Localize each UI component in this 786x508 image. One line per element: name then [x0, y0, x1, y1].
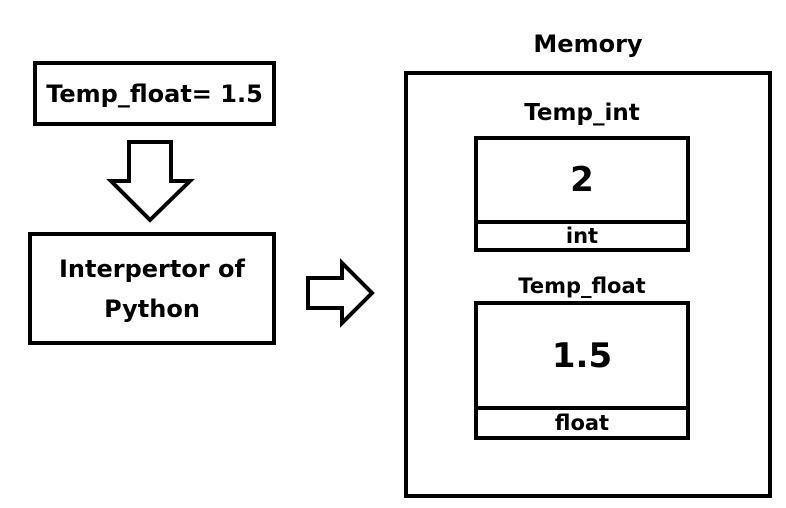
interpreter-label-line1: Interpertor of [59, 254, 245, 283]
variable-box-temp-int: 2 int [474, 136, 690, 252]
variable-type-temp-int: int [565, 224, 599, 248]
source-code-text: Temp_float= 1.5 [46, 79, 263, 108]
down-arrow-icon [106, 140, 195, 223]
interpreter-box: Interpertor of Python [28, 232, 276, 345]
variable-box-temp-float: 1.5 float [474, 301, 690, 440]
interpreter-label-line2: Python [104, 294, 200, 323]
variable-name-temp-int: Temp_int [524, 100, 640, 126]
variable-value-temp-int: 2 [478, 140, 686, 224]
right-arrow-icon [306, 258, 375, 328]
variable-type-temp-float: float [554, 411, 610, 435]
source-code-box: Temp_float= 1.5 [33, 61, 276, 126]
memory-title: Memory [533, 30, 643, 58]
variable-name-temp-float: Temp_float [518, 274, 646, 298]
variable-value-temp-float: 1.5 [478, 305, 686, 410]
